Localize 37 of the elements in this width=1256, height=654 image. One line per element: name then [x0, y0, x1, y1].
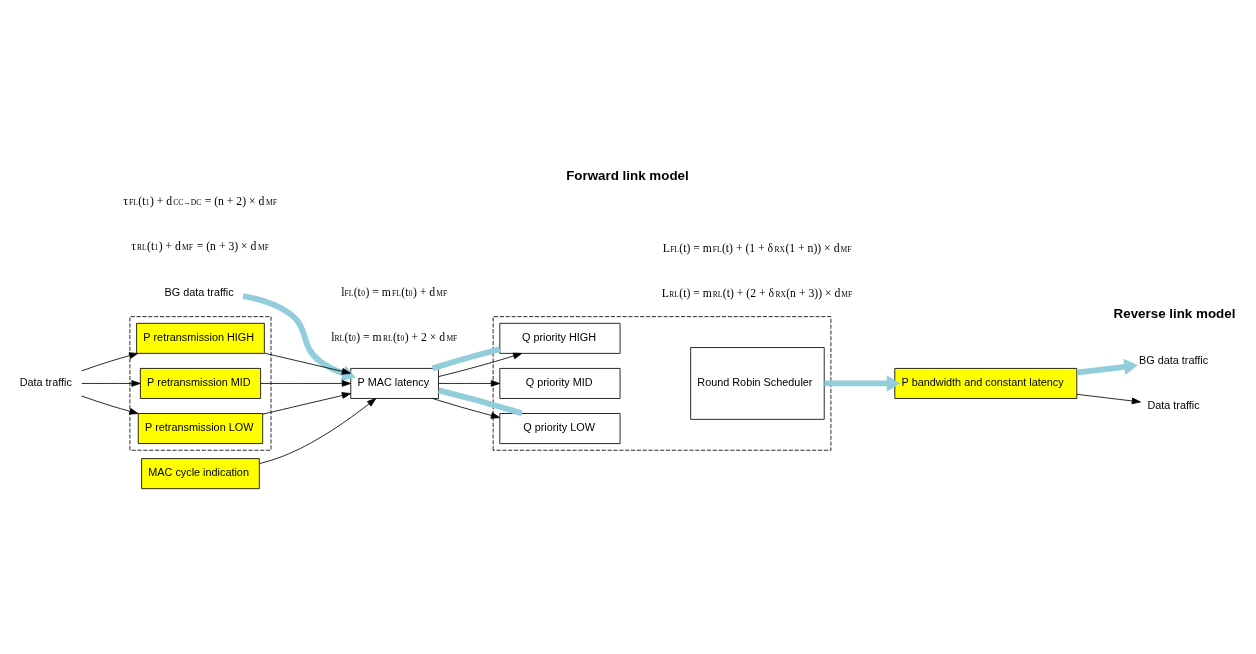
arrow: [432, 397, 501, 419]
node-text: BG data traffic: [164, 285, 234, 298]
diagram-title: Forward link model: [566, 167, 689, 183]
arrow: [262, 391, 351, 415]
node-text: Data traffic: [19, 375, 72, 388]
label: lRL(t0) = mRL(t0) + 2 × dMF: [331, 330, 458, 344]
node-box: P retransmission MID: [139, 367, 261, 399]
node-box: Q priority HIGH: [499, 322, 621, 354]
node-box: P MAC latency: [350, 367, 439, 399]
node-box: P bandwidth and constant latency: [894, 367, 1078, 399]
label: LRL(t) = mRL(t) + (2 + δRX(n + 3)) × dMF: [661, 286, 853, 300]
node-box: Q priority LOW: [499, 412, 621, 444]
label: τRL(t1) + dMF = (n + 3) × dMF: [131, 239, 269, 253]
label: τFL(t1) + dCC→DC = (n + 2) × dMF: [123, 194, 277, 208]
node-box: P retransmission LOW: [137, 412, 264, 444]
node-text: BG data traffic: [1139, 353, 1209, 366]
arrow: [438, 379, 501, 387]
node-box: P retransmission HIGH: [136, 322, 265, 354]
label: lFL(t0) = mFL(t0) + dMF: [341, 285, 448, 299]
arrow: [438, 352, 523, 377]
arrow: [258, 397, 377, 464]
node-box: MAC cycle indication: [141, 457, 260, 489]
arrow: [824, 374, 901, 392]
arrow: [264, 352, 351, 375]
arrow: [81, 351, 139, 371]
arrow: [81, 379, 141, 387]
connector: [431, 345, 501, 371]
arrow: [1076, 393, 1141, 404]
caption: Reverse link model: [1113, 305, 1236, 321]
arrow: [1076, 358, 1138, 375]
label: LFL(t) = mFL(t) + (1 + δRX(1 + n)) × dMF: [662, 241, 852, 255]
node-box: Round Robin Scheduler: [690, 346, 825, 420]
arrow: [260, 379, 351, 387]
node-text: Data traffic: [1147, 398, 1200, 411]
node-box: Q priority MID: [499, 367, 621, 399]
connector: [437, 386, 523, 416]
arrow: [81, 395, 139, 415]
